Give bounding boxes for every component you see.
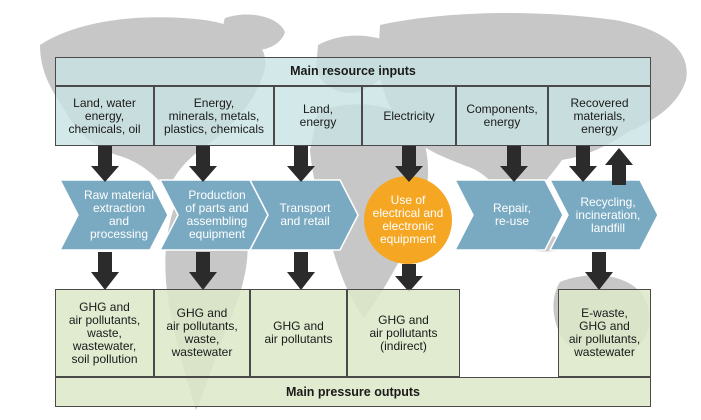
chevron-transport [248, 179, 359, 251]
main-resource-inputs-header: Main resource inputs [55, 57, 651, 86]
arrow-output-transport [287, 252, 315, 290]
arrow-output-use [395, 264, 423, 292]
stage-use-label: Use of electrical and electronic equipme… [372, 193, 444, 246]
arrow-input-transport [287, 146, 315, 182]
chevron-repair [453, 179, 564, 251]
arrow-recycling-output-up [605, 148, 633, 185]
output-use: GHG and air pollutants (indirect) [347, 289, 460, 377]
stage-repair-label: Repair, re-use [492, 201, 532, 228]
output-production: GHG and air pollutants, waste, wastewate… [154, 289, 250, 377]
arrow-input-use [395, 146, 423, 182]
chevron-recycling [548, 179, 659, 251]
input-transport: Land, energy [274, 86, 362, 146]
output-transport: GHG and air pollutants [250, 289, 347, 377]
arrow-input-repair [500, 146, 528, 182]
stage-raw-material-label: Raw material extraction and processing [83, 188, 155, 241]
input-repair: Components, energy [456, 86, 548, 146]
arrow-output-raw-material [91, 252, 119, 290]
chevron-raw-material [58, 179, 169, 251]
main-pressure-outputs-footer: Main pressure outputs [55, 377, 651, 407]
arrow-input-recycling [569, 146, 597, 182]
arrow-output-recycling [585, 252, 613, 290]
arrow-output-production [189, 252, 217, 290]
input-use: Electricity [362, 86, 456, 146]
arrow-input-raw-material [91, 146, 119, 182]
input-production: Energy, minerals, metals, plastics, chem… [154, 86, 274, 146]
arrow-input-production [189, 146, 217, 182]
greenland-shape [223, 14, 285, 51]
stage-recycling-label: Recycling, incineration, landfill [575, 194, 641, 235]
input-raw-material: Land, water energy, chemicals, oil [55, 86, 154, 146]
stage-transport-label: Transport and retail [279, 201, 331, 228]
input-recycling: Recovered materials, energy [548, 86, 651, 146]
output-recycling: E-waste, GHG and air pollutants, wastewa… [558, 289, 651, 377]
use-stage-circle [364, 176, 452, 264]
stage-production-label: Production of parts and assembling equip… [185, 188, 249, 241]
output-raw-material: GHG and air pollutants, waste, wastewate… [55, 289, 154, 377]
